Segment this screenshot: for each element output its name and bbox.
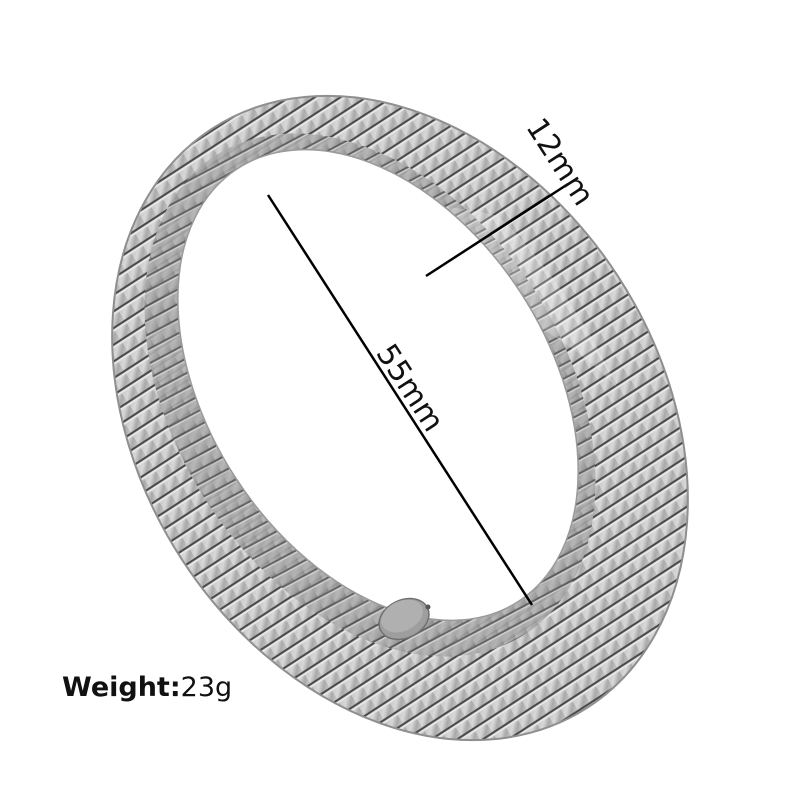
width-dimension-line	[425, 182, 569, 278]
weight-spec: Weight:23g	[62, 672, 232, 703]
diameter-dimension-line	[266, 194, 534, 606]
weight-value: 23g	[180, 672, 233, 703]
weight-key: Weight:	[62, 672, 181, 703]
clasp-button	[378, 597, 431, 641]
